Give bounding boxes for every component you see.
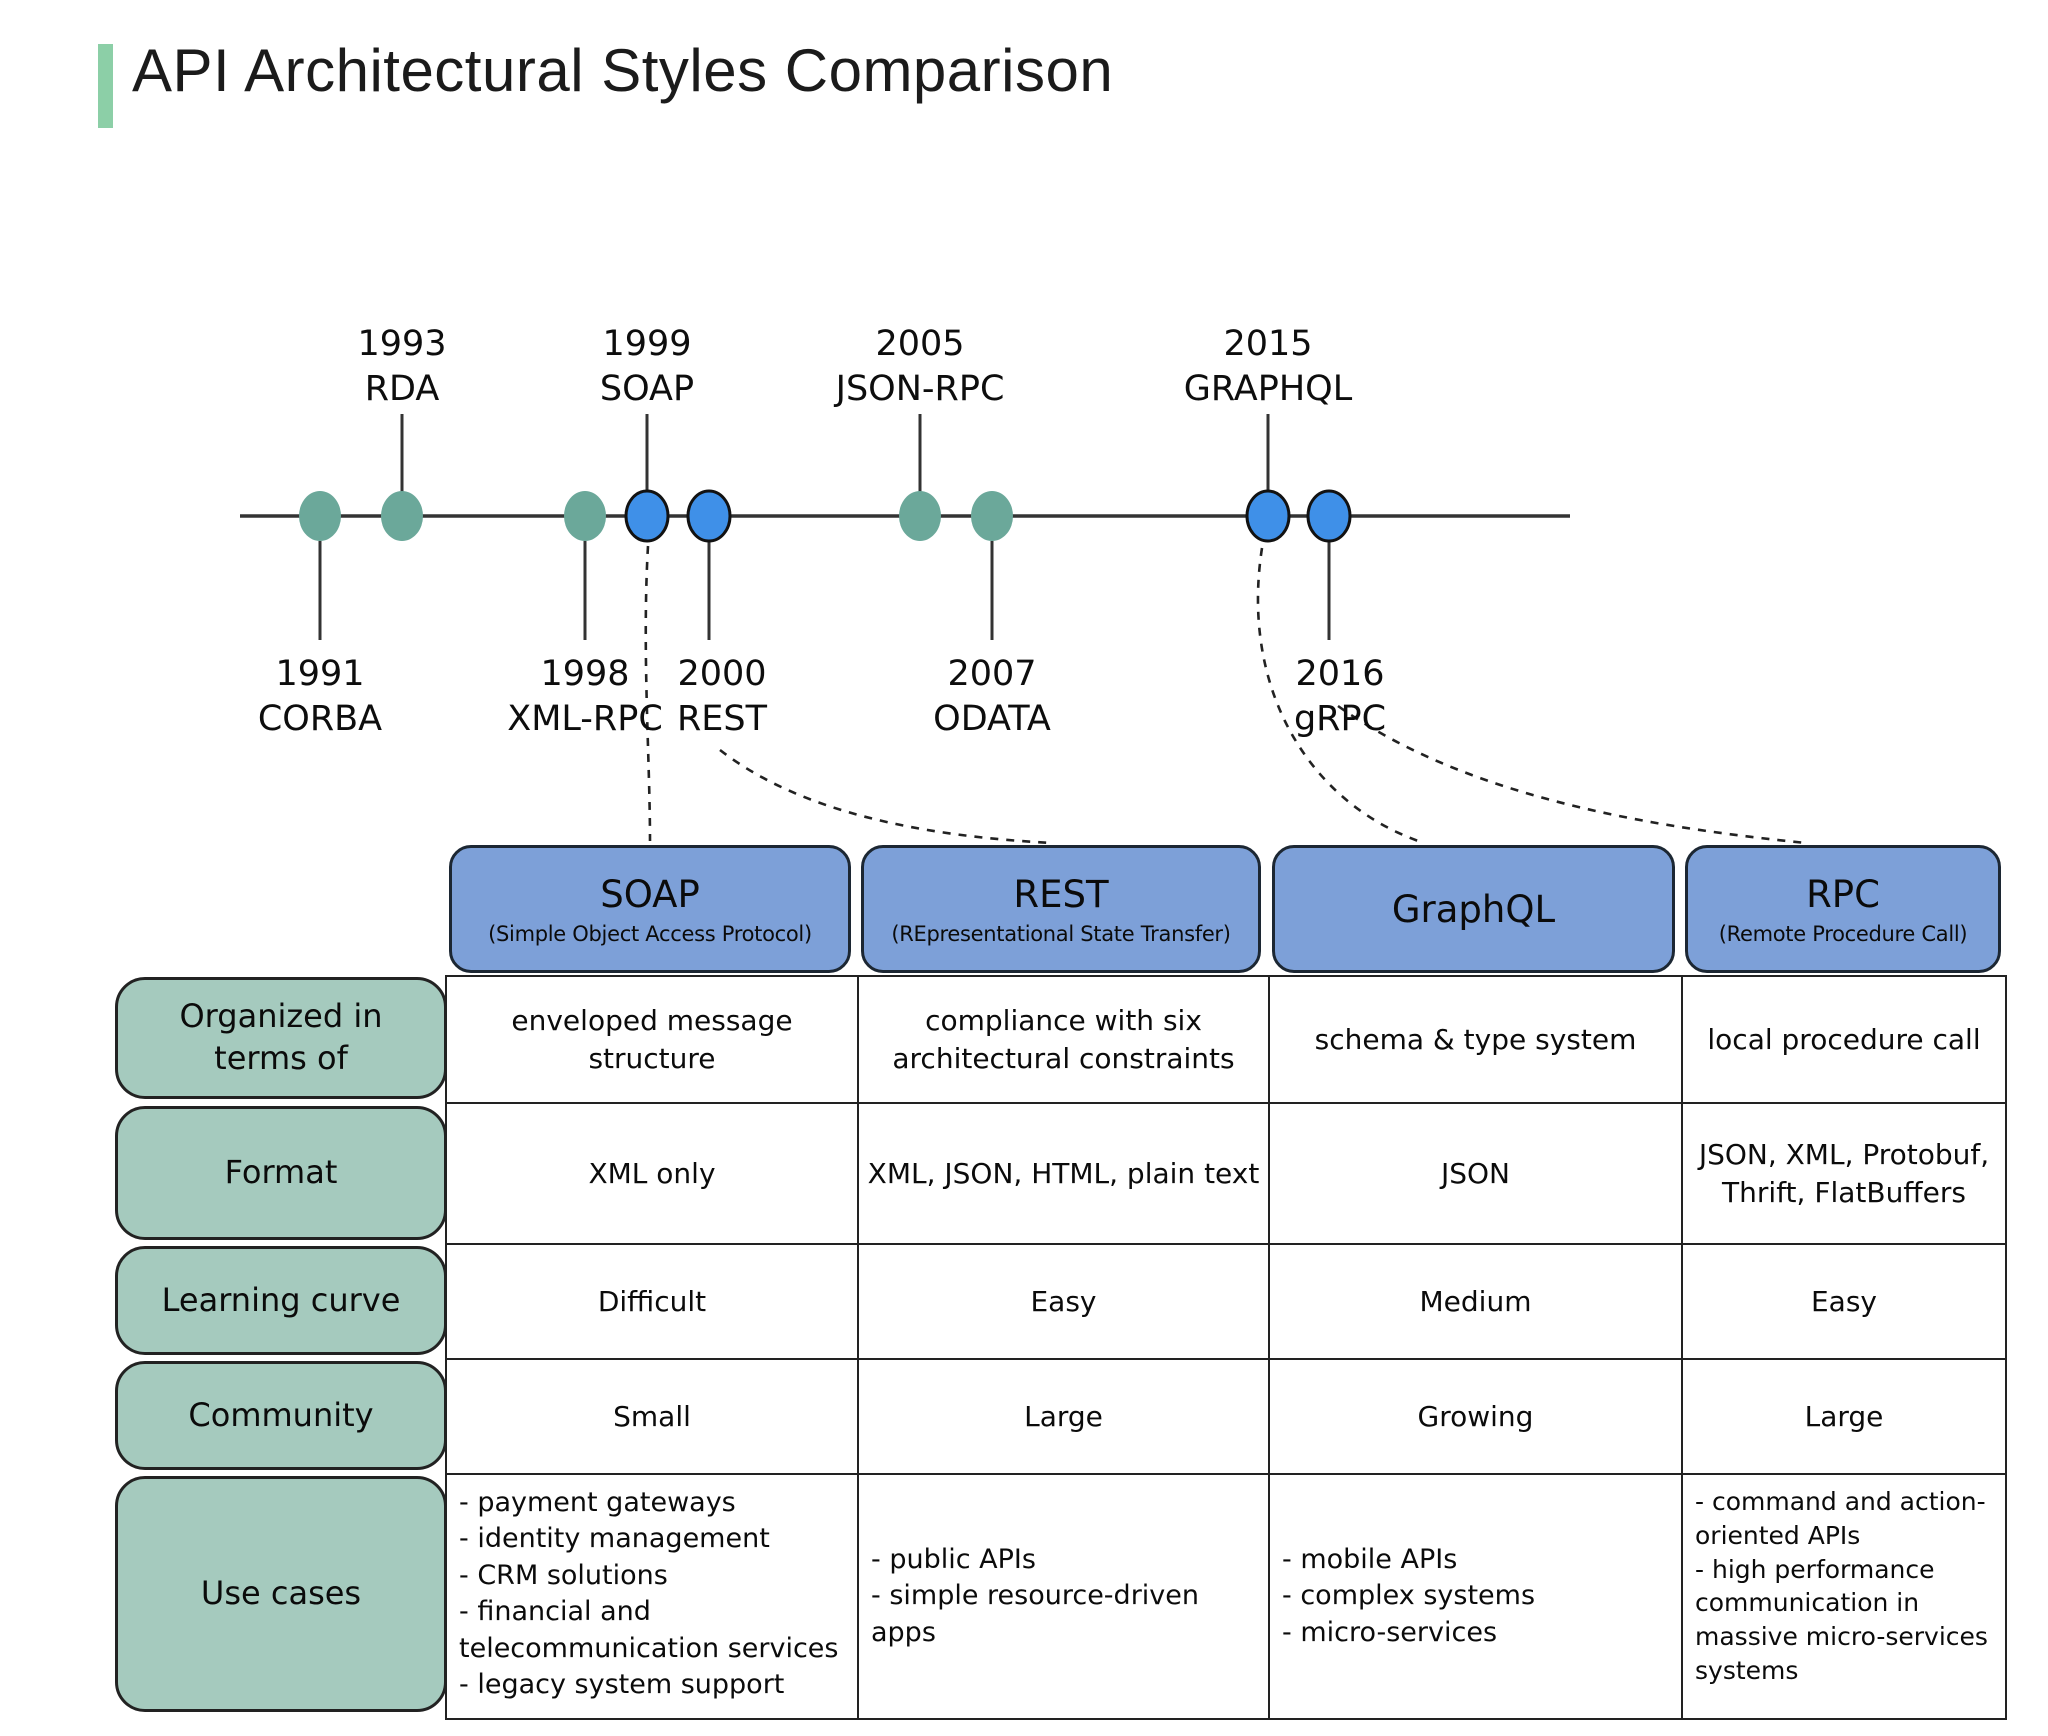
timeline-event-name: CORBA <box>257 698 383 739</box>
timeline-event-name: REST <box>676 698 768 739</box>
table-cell-format-rest: XML, JSON, HTML, plain text <box>859 1104 1270 1245</box>
column-name: SOAP <box>600 872 700 916</box>
title-accent-bar <box>98 44 113 128</box>
table-cell-format-graphql: JSON <box>1270 1104 1683 1245</box>
table-cell-format-rpc: JSON, XML, Protobuf, Thrift, FlatBuffers <box>1683 1104 2005 1245</box>
connector-rpc <box>1337 704 1807 845</box>
timeline-year: 2016 <box>1295 654 1385 694</box>
timeline-label-1993-rda: 1993 RDA <box>357 322 446 412</box>
timeline-event-name: ODATA <box>933 698 1051 739</box>
timeline-label-2005-jsonrpc: 2005 JSON-RPC <box>836 322 1005 412</box>
timeline-label-2015-graphql: 2015 GRAPHQL <box>1184 322 1352 412</box>
timeline-event-name: SOAP <box>599 368 695 409</box>
timeline-dot-1999 <box>624 489 670 543</box>
table-cell-usecases-graphql: - mobile APIs - complex systems - micro-… <box>1270 1475 1683 1718</box>
timeline-year: 2007 <box>947 654 1037 694</box>
timeline-event-name: GRAPHQL <box>1183 368 1353 409</box>
timeline-label-2000-rest: 2000 REST <box>677 652 767 742</box>
timeline-dot-1998 <box>564 491 606 541</box>
table-cell-usecases-rpc: - command and action-oriented APIs - hig… <box>1695 1487 1988 1685</box>
table-cell-organized-rpc: local procedure call <box>1683 977 2005 1104</box>
timeline-dot-2015 <box>1245 489 1291 543</box>
timeline-dot-2007 <box>971 491 1013 541</box>
timeline-year: 1993 <box>357 324 447 364</box>
timeline-event-name: XML-RPC <box>507 698 663 739</box>
column-subtitle: (Remote Procedure Call) <box>1718 921 1968 946</box>
timeline-label-1991-corba: 1991 CORBA <box>258 652 382 742</box>
timeline-graphic <box>240 414 1807 845</box>
column-header-soap: SOAP (Simple Object Access Protocol) <box>449 845 851 973</box>
timeline-year: 1991 <box>275 654 365 694</box>
timeline-year: 2015 <box>1223 324 1313 364</box>
table-cell-community-rest: Large <box>859 1360 1270 1475</box>
column-subtitle: (Simple Object Access Protocol) <box>488 921 812 946</box>
timeline-year: 1998 <box>540 654 630 694</box>
column-header-rest: REST (REpresentational State Transfer) <box>861 845 1261 973</box>
timeline-dot-1993 <box>381 491 423 541</box>
table-cell-format-soap: XML only <box>447 1104 859 1245</box>
timeline-year: 2000 <box>677 654 767 694</box>
row-label-learning-curve: Learning curve <box>115 1246 447 1355</box>
row-label-use-cases: Use cases <box>115 1476 447 1712</box>
table-cell-organized-graphql: schema & type system <box>1270 977 1683 1104</box>
timeline-dot-2005 <box>899 491 941 541</box>
table-cell-usecases-soap: - payment gateways - identity management… <box>447 1475 859 1718</box>
table-cell-organized-soap: enveloped message structure <box>447 977 859 1104</box>
table-cell-organized-rest: compliance with six architectural constr… <box>859 977 1270 1104</box>
timeline-dot-1991 <box>299 491 341 541</box>
table-cell-learning-graphql: Medium <box>1270 1245 1683 1360</box>
timeline-year: 2005 <box>875 324 965 364</box>
column-name: RPC <box>1806 872 1880 916</box>
row-label-format: Format <box>115 1106 447 1240</box>
timeline-label-2007-odata: 2007 ODATA <box>933 652 1051 742</box>
column-name: GraphQL <box>1391 887 1556 931</box>
column-header-rpc: RPC (Remote Procedure Call) <box>1685 845 2001 973</box>
table-cell-community-rpc: Large <box>1683 1360 2005 1475</box>
timeline-event-name: JSON-RPC <box>835 368 1005 409</box>
timeline-year: 1999 <box>602 324 692 364</box>
timeline-label-2016-grpc: 2016 gRPC <box>1294 652 1386 742</box>
column-subtitle: (REpresentational State Transfer) <box>891 921 1231 946</box>
table-cell-community-graphql: Growing <box>1270 1360 1683 1475</box>
timeline-dot-2000 <box>686 489 732 543</box>
timeline-event-name: RDA <box>364 368 440 409</box>
column-name: REST <box>1013 872 1109 916</box>
column-header-graphql: GraphQL <box>1272 845 1675 973</box>
connector-rest <box>719 748 1053 845</box>
table-cell-learning-rest: Easy <box>859 1245 1270 1360</box>
page-title: API Architectural Styles Comparison <box>132 37 1114 104</box>
row-label-organized-in-terms-of: Organized in terms of <box>115 977 447 1099</box>
timeline-label-1999-soap: 1999 SOAP <box>600 322 694 412</box>
timeline-event-name: gRPC <box>1293 698 1387 739</box>
table-cell-learning-soap: Difficult <box>447 1245 859 1360</box>
table-cell-usecases-rest: - public APIs - simple resource-driven a… <box>859 1475 1270 1718</box>
timeline-label-1998-xmlrpc: 1998 XML-RPC <box>507 652 663 742</box>
connector-soap <box>644 545 652 842</box>
row-label-community: Community <box>115 1361 447 1470</box>
connector-graphql <box>1256 547 1425 845</box>
table-cell-learning-rpc: Easy <box>1683 1245 2005 1360</box>
table-cell-community-soap: Small <box>447 1360 859 1475</box>
timeline-dot-2016 <box>1306 489 1352 543</box>
comparison-table: enveloped message structure compliance w… <box>445 975 2007 1720</box>
